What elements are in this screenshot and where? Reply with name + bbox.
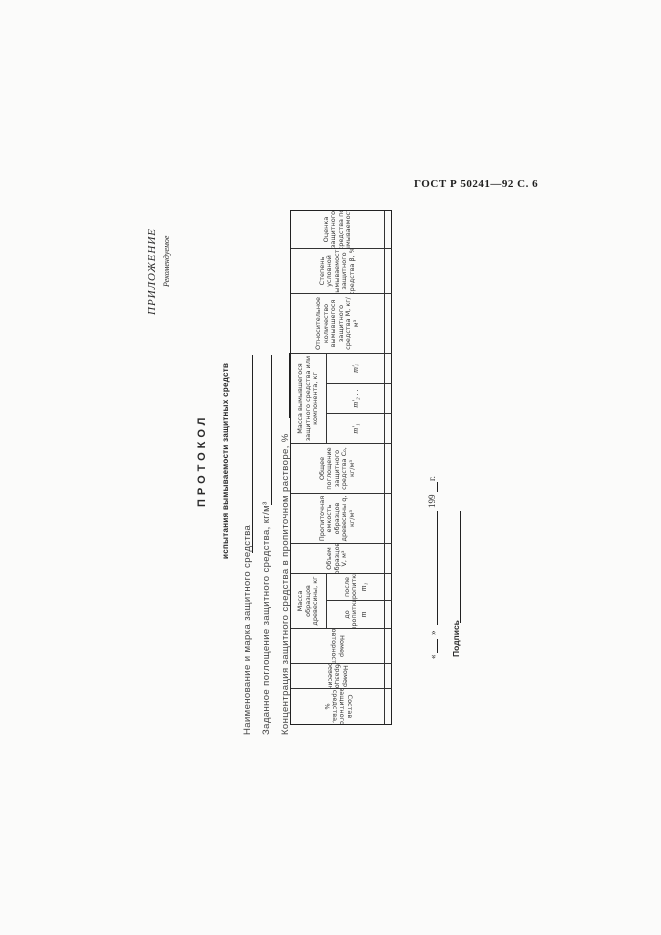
date-year-prefix: 199 (427, 494, 437, 509)
date-year-input[interactable] (437, 482, 438, 492)
table-cell[interactable] (384, 414, 392, 444)
col-capacity: Пропиточная емкость образцов древесины q… (291, 494, 384, 544)
field-label-name: Наименование и марка защитного средства (242, 524, 253, 735)
col-sample-numbers: Номер образцов древесины (291, 664, 384, 689)
table-cell[interactable] (384, 354, 392, 384)
col-leached-mass: Масса вымывшегося защитного средства или… (291, 354, 326, 444)
signature-input[interactable] (460, 511, 461, 623)
table-cell[interactable] (384, 494, 392, 544)
field-input-name[interactable] (252, 355, 253, 553)
table-cell[interactable] (384, 629, 392, 664)
date-open-quote: « (428, 654, 438, 660)
col-assessment: Оценка защитного средства по вымываемост… (291, 211, 384, 249)
col-volume: Объем образцов V, м³ (291, 544, 384, 574)
protocol-table: Состав защитного средства, % Номер образ… (290, 210, 392, 725)
col-leached-m1: m′₁ (326, 414, 384, 444)
table-cell[interactable] (384, 444, 392, 494)
col-leached-mi: m′ᵢ (326, 354, 384, 384)
appendix-title: ПРИЛОЖЕНИЕ (146, 228, 158, 315)
table-cell[interactable] (384, 249, 392, 294)
table-cell[interactable] (384, 211, 392, 249)
table-cell[interactable] (384, 689, 392, 724)
col-leachability-degree: Степень условной вымываемости защитного … (291, 249, 384, 294)
col-leached-m2: m′₂ . . (326, 384, 384, 414)
field-input-uptake[interactable] (271, 355, 272, 505)
date-close-quote: » (428, 630, 438, 636)
table-cell[interactable] (384, 574, 392, 601)
date-day-input[interactable] (437, 639, 438, 653)
date-month-input[interactable] (437, 511, 438, 625)
table-cell[interactable] (384, 544, 392, 574)
table-cell[interactable] (384, 664, 392, 689)
col-relative-amount: Относительное количество вымывшегося защ… (291, 294, 384, 354)
table-cell[interactable] (384, 294, 392, 354)
table-cell[interactable] (384, 384, 392, 414)
page-header: ГОСТ Р 50241—92 С. 6 (414, 178, 539, 190)
date-year-suffix: г. (427, 476, 437, 481)
col-sample-mass: Масса образцов древесины, кг (291, 574, 326, 629)
col-total-uptake: Общее поглощение защитного средства C₀, … (291, 444, 384, 494)
col-composition: Состав защитного средства, % (323, 689, 354, 724)
protocol-subtitle: испытания вымываемости защитных средств (221, 362, 230, 559)
protocol-title: ПРОТОКОЛ (196, 413, 208, 507)
field-label-uptake: Заданное поглощение защитного средства, … (261, 501, 272, 735)
col-repeat-number: Номер повторности (291, 629, 384, 664)
table-cell[interactable] (384, 601, 392, 629)
appendix-status: Рекомендуемое (162, 235, 171, 287)
signature-label: Подпись (451, 620, 461, 657)
